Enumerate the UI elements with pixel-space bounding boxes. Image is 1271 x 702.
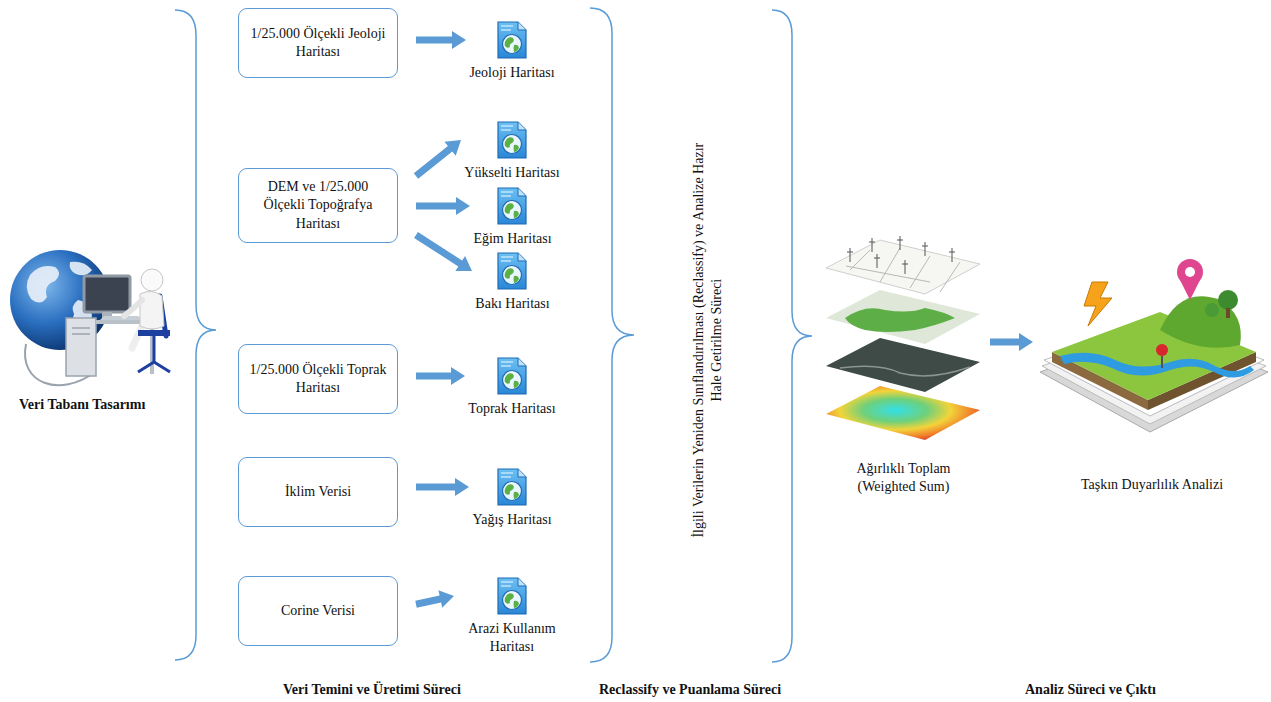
source-box: İklim Verisi [238,457,398,527]
node-label: Yağış Haritası [472,511,552,529]
bracket [175,8,812,662]
process-stage-text: İlgili Verilerin Yeniden Sınıflandırılma… [690,130,726,550]
source-box: DEM ve 1/25.000 Ölçekli Topoğrafya Harit… [238,168,398,243]
node-label: Jeoloji Haritası [469,64,555,82]
map-layer-node: Yağış Haritası [472,467,552,529]
layer-stack-illustration-part [846,248,960,292]
analysis-node: Ağırlıklı Toplam (Weighted Sum) [822,232,985,496]
computer-globe-illustration-part [124,300,142,316]
computer-globe-illustration-part [132,326,142,348]
layer-stack-illustration-part [826,386,980,440]
computer-globe-illustration [10,250,170,385]
map-layer-node: Bakı Haritası [475,251,550,313]
layer-stack-illustration-part [826,338,980,392]
node-label: Eğim Haritası [473,230,552,248]
flood-map-illustration-part [1218,290,1238,310]
layer-stack-illustration-part [840,366,970,376]
flood-map-illustration-part [1226,308,1230,318]
node-label: Arazi Kullanım Haritası [457,620,567,656]
computer-globe-illustration-part [70,262,92,276]
map-file-icon-part [498,22,526,58]
map-file-icon-part [498,122,526,158]
computer-globe-illustration-part [138,362,170,372]
node-label: Ağırlıklı Toplam (Weighted Sum) [844,460,964,496]
source-box: 1/25.000 Ölçekli Jeoloji Haritası [238,8,398,78]
map-file-icon-part [498,578,526,614]
flood-map-illustration-part [1185,267,1195,277]
layer-stack-illustration-part [847,236,955,274]
box-text: DEM ve 1/25.000 Ölçekli Topoğrafya Harit… [249,178,387,233]
bracket-part [175,10,216,660]
computer-globe-illustration-part [141,269,163,291]
layer-stack-illustration [826,236,980,440]
computer-globe-illustration-part [138,330,170,336]
flood-map-illustration-part [1161,356,1163,368]
flood-map-illustration-part [1060,353,1254,378]
map-layer-node: Jeoloji Haritası [469,20,555,82]
computer-globe-illustration-part [153,336,156,362]
analysis-node: Taşkın Duyarlılık Analizi [1036,250,1268,494]
flood-map-illustration-part [1205,303,1219,317]
flood-map-illustration-part [1084,282,1112,326]
node-label: Toprak Haritası [468,400,556,418]
map-file-icon-part [498,358,526,394]
flood-map-illustration-part [1180,280,1200,300]
node-label: Bakı Haritası [475,295,550,313]
flow-arrow [416,197,470,215]
flow-arrow [416,478,469,496]
map-layer-node: Eğim Haritası [473,186,552,248]
computer-globe-illustration-part [66,318,96,376]
computer-globe-illustration-part [84,276,130,312]
map-layer-node: Yükselti Haritası [464,120,560,182]
section-label: Veri Temini ve Üretimi Süreci [283,681,461,699]
section-label: Veri Tabanı Tasarımı [19,396,145,414]
bracket-part [590,8,634,662]
section-label: Analiz Süreci ve Çıktı [1025,681,1156,699]
node-label: Taşkın Duyarlılık Analizi [1036,476,1268,494]
node-label: Yükselti Haritası [464,164,560,182]
computer-globe-illustration-part [27,266,59,303]
flood-map-illustration [1040,259,1268,432]
box-text: İklim Verisi [285,483,351,501]
source-box: 1/25.000 Ölçekli Toprak Haritası [238,344,398,414]
map-layer-node: Arazi Kullanım Haritası [457,576,567,656]
layer-stack-illustration-part [826,290,980,344]
flow-arrow [416,31,466,49]
layer-stack-illustration-part [826,240,980,294]
flood-map-illustration-part [1156,344,1168,356]
box-text: 1/25.000 Ölçekli Jeoloji Haritası [249,25,387,61]
source-box: Corine Verisi [238,576,398,646]
flow-arrow [990,333,1033,351]
computer-globe-illustration-part [72,328,90,334]
map-file-icon-part [498,253,526,289]
bracket-part [772,10,812,662]
map-layer-node: Toprak Haritası [468,356,556,418]
map-file-icon-part [498,469,526,505]
box-text: 1/25.000 Ölçekli Toprak Haritası [249,361,387,397]
section-label: Reclassify ve Puanlama Süreci [599,681,781,699]
layer-stack-illustration-part [845,308,955,332]
computer-globe-illustration-part [140,291,164,329]
map-file-icon-part [498,188,526,224]
flow-arrow [414,140,461,179]
flow-arrow [416,367,465,385]
box-text: Corine Verisi [281,602,355,620]
flow-arrow [415,590,454,608]
flow-arrow [414,232,472,271]
